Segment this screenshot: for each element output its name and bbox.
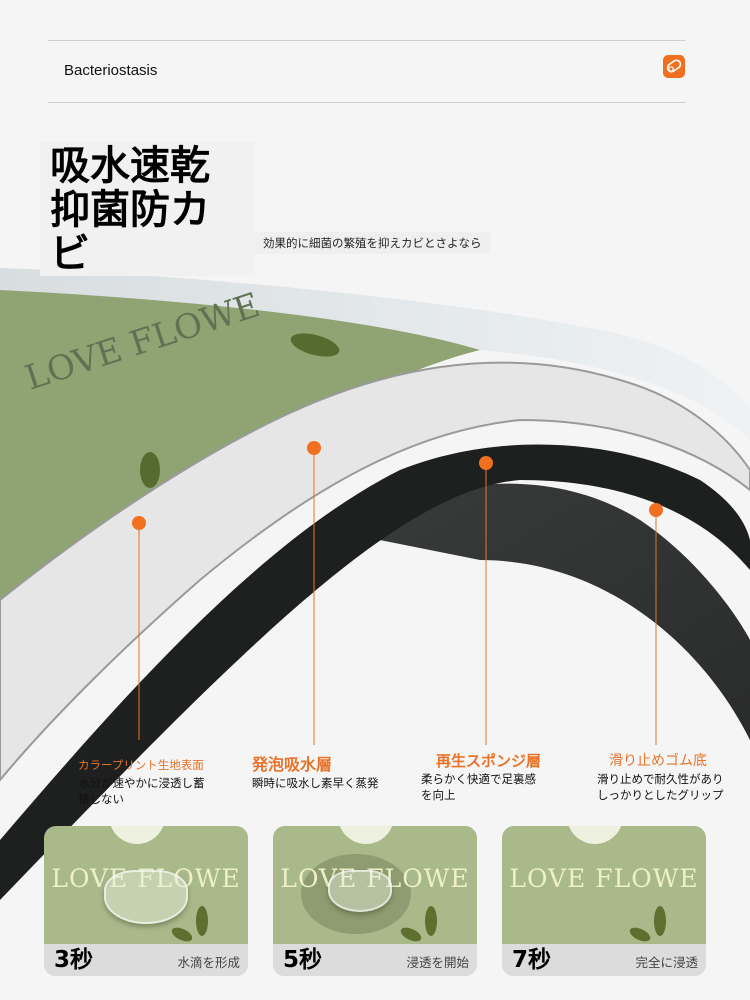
layer-label-absorbent: 発泡吸水層瞬時に吸水し素早く蒸発 xyxy=(252,755,379,791)
layer-label-rubber: 滑り止めゴム底滑り止めで耐久性がありしっかりとしたグリップ xyxy=(597,753,724,802)
pill-icon xyxy=(663,55,685,78)
page-title: 吸水速乾抑菌防カビ xyxy=(40,142,255,276)
stage-card-7s: LOVE FLOWE 7秒完全に浸透 xyxy=(502,826,706,976)
water-drop-icon xyxy=(328,870,392,912)
foam-layer xyxy=(0,444,750,900)
marker-dot xyxy=(649,503,663,517)
page-subtitle: 効果的に細菌の繁殖を抑えカビとさよなら xyxy=(255,232,490,254)
bottom-divider xyxy=(48,102,686,103)
layer-label-sponge: 再生スポンジ層柔らかく快適で足裏感を向上 xyxy=(421,752,542,802)
water-drop-icon xyxy=(104,870,188,924)
marker-dot xyxy=(132,516,146,530)
marker-dot xyxy=(307,441,321,455)
marker-dot xyxy=(479,456,493,470)
stage-card-5s: LOVE FLOWE 5秒浸透を開始 xyxy=(273,826,477,976)
feature-tag: Bacteriostasis xyxy=(64,62,158,79)
top-divider xyxy=(48,40,686,41)
layer-label-surface: カラープリント生地表面水分が速やかに浸透し蓄積しない xyxy=(78,758,205,806)
rubber-base-layer xyxy=(330,483,750,740)
stage-card-3s: LOVE FLOWE 3秒水滴を形成 xyxy=(44,826,248,976)
